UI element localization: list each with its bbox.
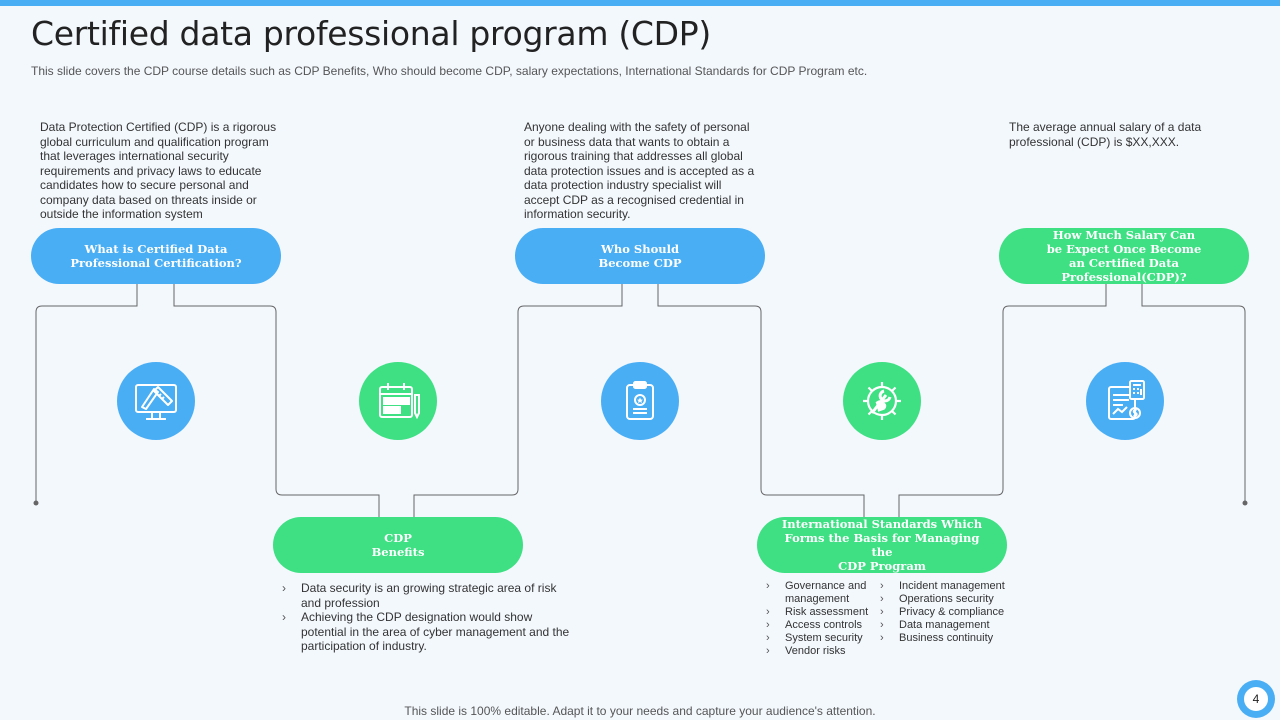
list-item: Privacy & compliance (880, 606, 1020, 619)
list-item: System security (766, 632, 876, 645)
salary-description: The average annual salary of a data prof… (1009, 120, 1202, 149)
list-item: Access controls (766, 619, 876, 632)
who-should-become-cdp-pill[interactable]: Who Should Become CDP (515, 228, 765, 284)
what-is-cdp-pill[interactable]: What is Certified Data Professional Cert… (31, 228, 281, 284)
page-number-badge: 4 (1237, 680, 1275, 718)
page-number: 4 (1242, 685, 1270, 713)
list-item: Achieving the CDP designation would show… (282, 610, 577, 654)
list-item: Vendor risks (766, 645, 876, 658)
slide-title: Certified data professional program (CDP… (31, 14, 711, 53)
standards-list-right: Incident management Operations security … (880, 580, 1020, 645)
gear-wrench-hand-icon (843, 362, 921, 440)
what-is-description: Data Protection Certified (CDP) is a rig… (40, 120, 277, 221)
list-item: Business continuity (880, 632, 1020, 645)
clipboard-badge-icon (601, 362, 679, 440)
benefits-list: Data security is an growing strategic ar… (282, 581, 577, 654)
list-item: Operations security (880, 593, 1020, 606)
international-standards-pill[interactable]: International Standards Which Forms the … (757, 517, 1007, 573)
standards-list-left: Governance and management Risk assessmen… (766, 580, 876, 658)
salary-expectation-pill[interactable]: How Much Salary Can be Expect Once Becom… (999, 228, 1249, 284)
list-item: Governance and management (766, 580, 876, 606)
who-description: Anyone dealing with the safety of person… (524, 120, 755, 221)
top-accent-bar (0, 0, 1280, 6)
cdp-benefits-pill[interactable]: CDP Benefits (273, 517, 523, 573)
list-item: Data security is an growing strategic ar… (282, 581, 577, 610)
list-item: Incident management (880, 580, 1020, 593)
invoice-calculator-icon (1086, 362, 1164, 440)
calendar-checklist-icon (359, 362, 437, 440)
slide-subtitle: This slide covers the CDP course details… (31, 64, 868, 78)
list-item: Data management (880, 619, 1020, 632)
slide-footer: This slide is 100% editable. Adapt it to… (404, 704, 876, 718)
design-tools-monitor-icon (117, 362, 195, 440)
list-item: Risk assessment (766, 606, 876, 619)
